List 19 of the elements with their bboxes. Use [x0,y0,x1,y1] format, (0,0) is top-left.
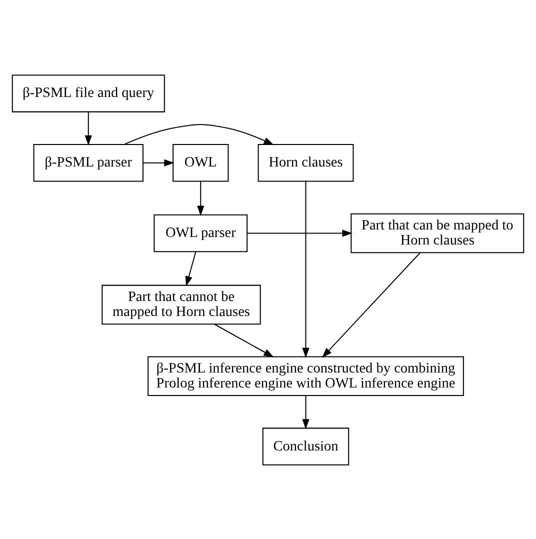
arrow [247,229,352,236]
arrow [302,395,310,429]
node-box: Part that can be mapped to Horn clauses [350,212,524,253]
node-box: OWL [172,143,229,182]
node-box: β-PSML inference engine constructed by combining Prolog inference engine with OWL inference engine [148,356,464,396]
arrow [322,252,421,358]
node-box: β-PSML file and query [12,74,165,112]
node-box: Conclusion [262,427,350,465]
node-box: OWL parser [154,214,248,252]
arrow [124,123,274,145]
arrow [214,323,274,357]
arrow [84,112,92,146]
node-box: β-PSML parser [33,143,144,182]
arrow [143,158,174,166]
arrow [197,180,204,216]
node-box: Part that cannot be mapped to Horn clauses [102,284,261,324]
arrow [302,181,310,358]
node-box: Horn clauses [258,143,354,182]
arrow [185,251,196,286]
